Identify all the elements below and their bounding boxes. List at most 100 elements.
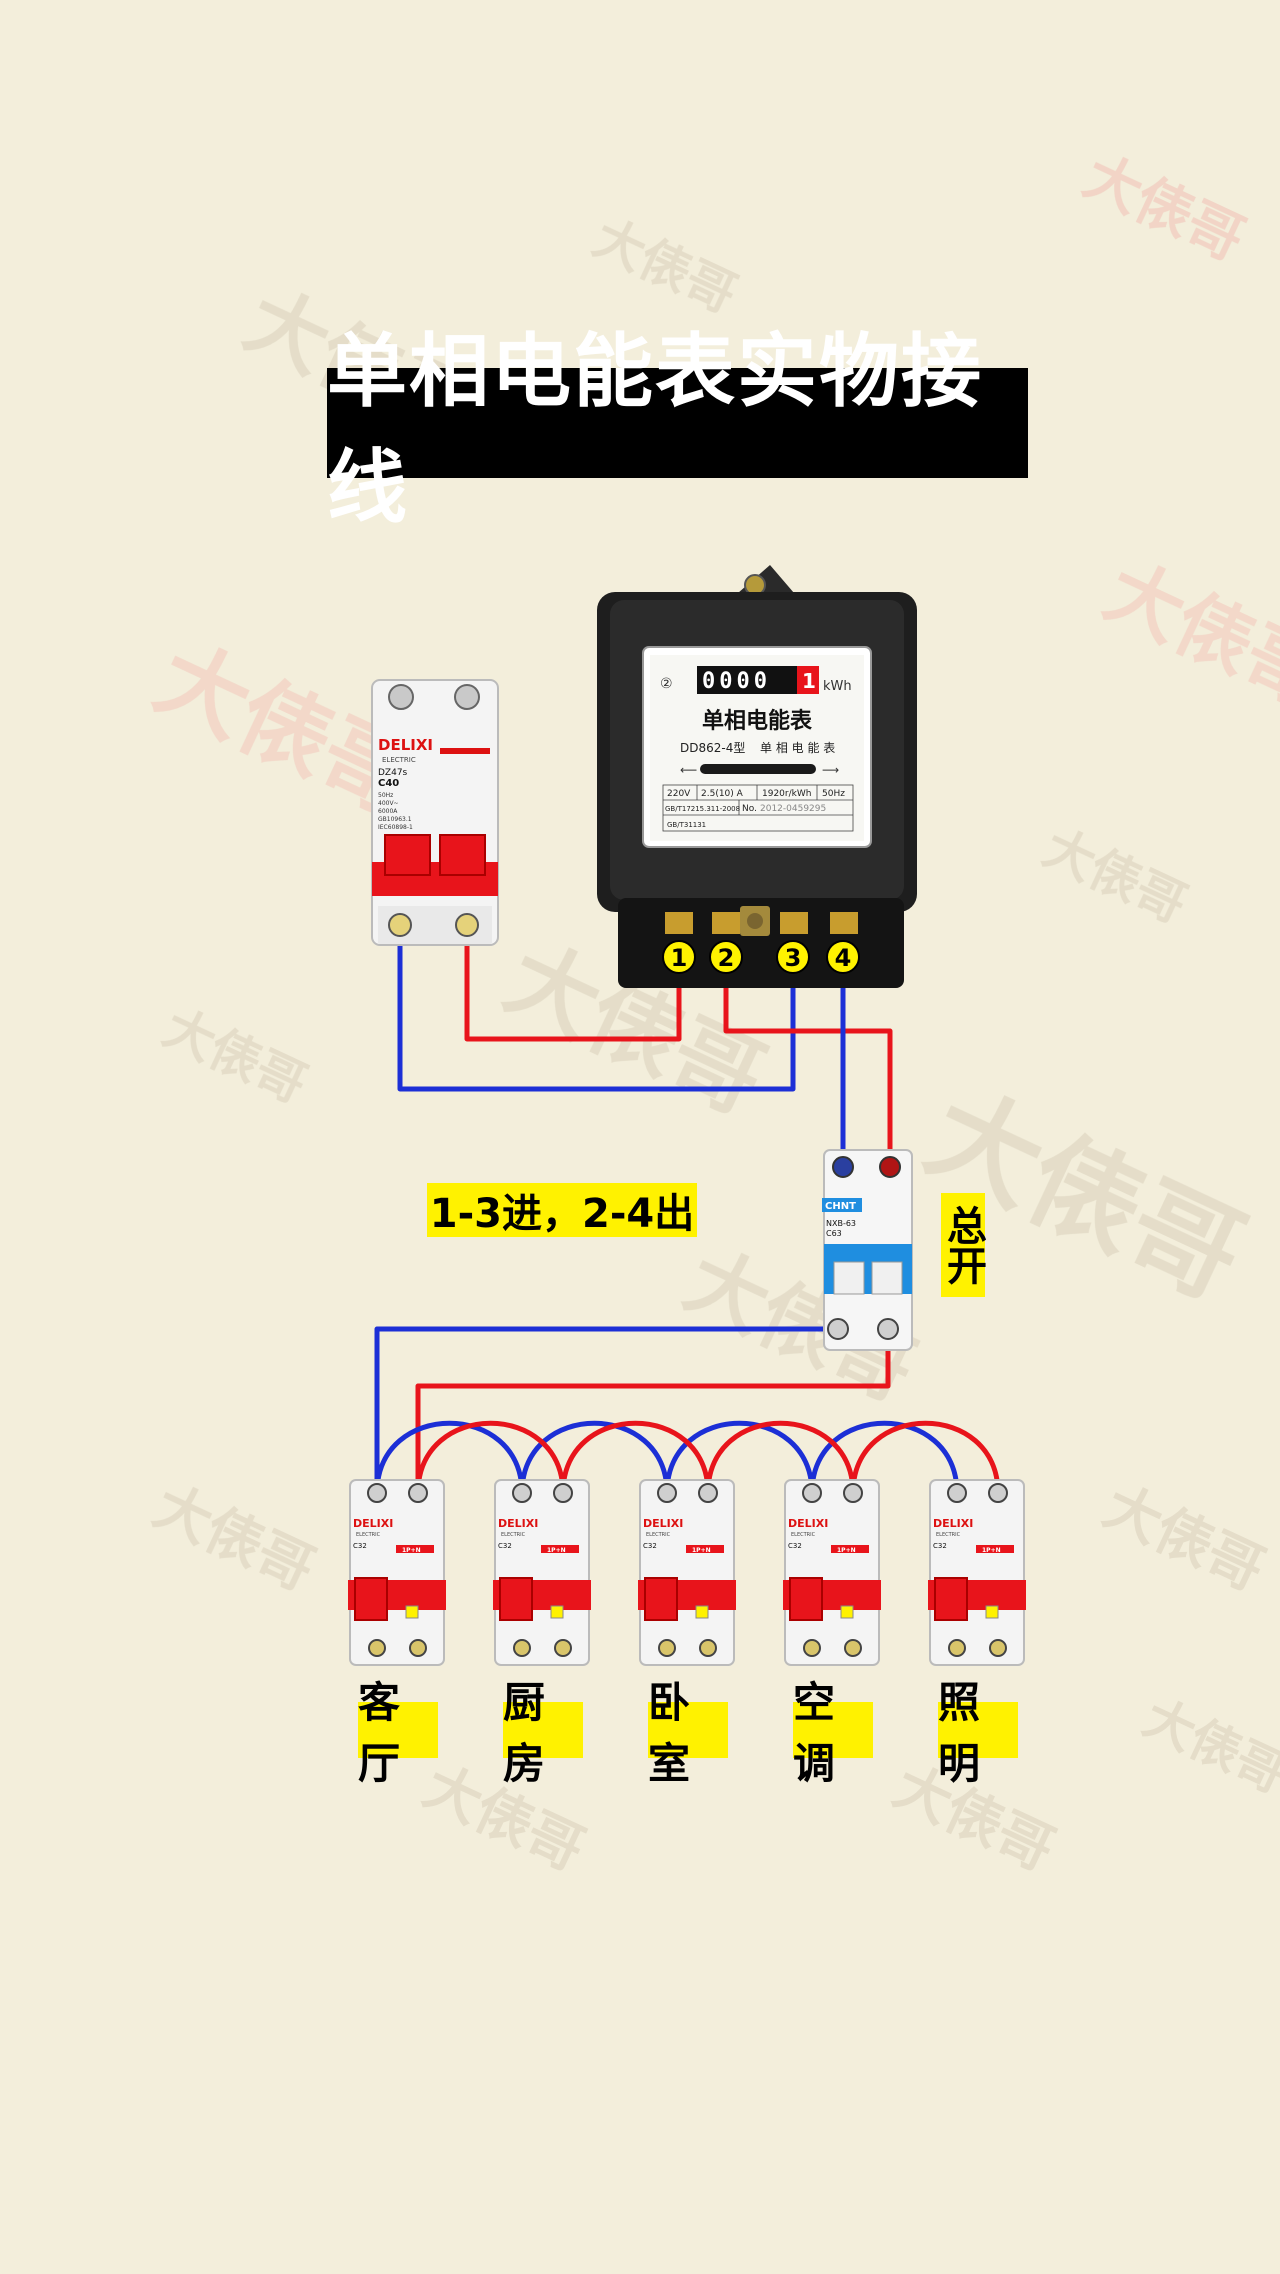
- terminal-number-2: 2: [718, 944, 735, 972]
- meter-arrow-left: ⟵: [680, 763, 697, 777]
- watermark: 大俵哥: [1074, 144, 1254, 274]
- branch-breaker-tag-bg: [976, 1545, 1014, 1553]
- incoming-breaker-rating: C40: [378, 778, 399, 789]
- meter-spec-table: [662, 784, 854, 832]
- neutral-jumper: [519, 1420, 670, 1496]
- incoming-breaker-brand: DELIXI: [378, 736, 433, 754]
- wires: [374, 922, 1001, 1496]
- live-jumper: [705, 1420, 856, 1496]
- main-breaker-brand: CHNT: [825, 1201, 856, 1212]
- branch-breaker-body: [494, 1479, 590, 1666]
- main-breaker-bottom-screw: [827, 1318, 849, 1340]
- terminal-slot: [780, 912, 808, 934]
- branch-breaker-sub: ELECTRIC: [501, 1532, 526, 1538]
- branch-breaker-model: C32: [643, 1542, 657, 1550]
- energy-meter: ② 0000 1 kWh 单相电能表 DD862-4型 单 相 电 能 表 ⟵ …: [597, 565, 917, 988]
- branch-breaker-handle: [934, 1577, 968, 1621]
- branch-breaker-screw: [408, 1483, 428, 1503]
- branch-breaker-model: C32: [353, 1542, 367, 1550]
- branch-breaker-test-button: [695, 1605, 709, 1619]
- incoming-breaker-spec: GB10963.1: [378, 816, 412, 823]
- branch-breaker-brand: DELIXI: [788, 1517, 828, 1530]
- branch-breaker-handle: [499, 1577, 533, 1621]
- branch-breaker-model: C32: [498, 1542, 512, 1550]
- live-jumper: [560, 1420, 711, 1496]
- branch-breaker-screw: [699, 1639, 717, 1657]
- live-jumper: [850, 1420, 1001, 1496]
- branch-breaker-brand: DELIXI: [353, 1517, 393, 1530]
- watermark: 大俵哥: [1135, 1688, 1280, 1804]
- branch-breaker-screw: [658, 1639, 676, 1657]
- branch-breaker-screw: [843, 1483, 863, 1503]
- incoming-breaker-stripe: [440, 748, 490, 754]
- branch-breaker-screw: [409, 1639, 427, 1657]
- neutral-wire-in: [397, 922, 796, 1092]
- main-breaker-handle: [871, 1261, 903, 1295]
- meter-counter-last: [797, 666, 819, 694]
- meter-number: 2012-0459295: [760, 804, 826, 814]
- meter-arrow-right: ⟶: [822, 763, 839, 777]
- neutral-feed: [374, 1326, 841, 1496]
- branch-breaker-sub: ELECTRIC: [646, 1532, 671, 1538]
- branch-breaker-screw: [947, 1483, 967, 1503]
- meter-counter: [697, 666, 797, 694]
- wiring-note: 1-3进，2-4出: [427, 1183, 697, 1237]
- branch-breaker-screw: [513, 1639, 531, 1657]
- meter-no-label: No.: [742, 804, 757, 814]
- meter-frequency: 50Hz: [822, 789, 845, 799]
- incoming-breaker-bottom-screw: [455, 913, 479, 937]
- meter-title: 单相电能表: [702, 708, 813, 734]
- branch-breaker-screw: [802, 1483, 822, 1503]
- live-jumper: [415, 1420, 566, 1496]
- branch-breaker-tag: 1P+N: [982, 1547, 1001, 1554]
- incoming-breaker-bottom-screw: [388, 913, 412, 937]
- branch-label-lighting: 照明: [938, 1678, 1018, 1788]
- branch-breaker-body: [929, 1479, 1025, 1666]
- branch-breaker-test-button: [550, 1605, 564, 1619]
- incoming-breaker-top-screw: [388, 684, 414, 710]
- branch-label-bedroom: 卧室: [648, 1678, 728, 1788]
- branch-breaker-brand: DELIXI: [498, 1517, 538, 1530]
- branch-breaker-screw: [657, 1483, 677, 1503]
- terminal-slot: [665, 912, 693, 934]
- branch-breaker-test-button: [840, 1605, 854, 1619]
- branch-breaker: DELIXI ELECTRIC C32 1P+N: [348, 1479, 446, 1666]
- branch-breaker-tag-bg: [541, 1545, 579, 1553]
- branch-label-living-room: 客厅: [358, 1678, 438, 1788]
- main-breaker-bottom-screw: [877, 1318, 899, 1340]
- watermark: 大俵哥: [1094, 1474, 1274, 1604]
- incoming-breaker-spec: 400V~: [378, 800, 399, 807]
- main-switch-label: 总开: [940, 1193, 986, 1297]
- meter-last-digit: 1: [802, 669, 816, 693]
- branch-breaker-handle: [789, 1577, 823, 1621]
- terminal-slot: [830, 912, 858, 934]
- meter-mark: ②: [660, 676, 673, 692]
- incoming-breaker-model: DZ47s: [378, 768, 408, 778]
- terminal-slot: [712, 912, 740, 934]
- branch-breaker-model: C32: [788, 1542, 802, 1550]
- meter-model: DD862-4型: [680, 741, 745, 755]
- terminal-marker-2: [709, 940, 743, 974]
- branch-breaker-tag: 1P+N: [402, 1547, 421, 1554]
- live-feed: [415, 1326, 891, 1496]
- branch-breaker-screw: [512, 1483, 532, 1503]
- branch-breaker-sub: ELECTRIC: [936, 1532, 961, 1538]
- branch-breaker: DELIXI ELECTRIC C32 1P+N: [928, 1479, 1026, 1666]
- watermark: 大俵哥: [144, 1474, 324, 1604]
- main-breaker-handle: [833, 1261, 865, 1295]
- branch-breaker-body: [784, 1479, 880, 1666]
- branch-breaker-screw: [803, 1639, 821, 1657]
- branch-breaker-tag-bg: [396, 1545, 434, 1553]
- meter-reading: 0000: [702, 669, 771, 694]
- page-title: 单相电能表实物接线: [327, 325, 1028, 534]
- branch-breaker: DELIXI ELECTRIC C32 1P+N: [783, 1479, 881, 1666]
- terminal-number-4: 4: [835, 944, 852, 972]
- incoming-breaker-spec: 6000A: [378, 808, 398, 815]
- branch-breaker-brand: DELIXI: [933, 1517, 973, 1530]
- branch-breaker-screw: [553, 1483, 573, 1503]
- branch-breaker-group: DELIXI ELECTRIC C32 1P+N DELIXI ELECTRIC…: [348, 1479, 1026, 1666]
- terminal-number-1: 1: [671, 944, 688, 972]
- branch-breaker-screw: [554, 1639, 572, 1657]
- main-breaker-rating: C63: [826, 1229, 842, 1238]
- main-breaker-top-screw: [879, 1156, 901, 1178]
